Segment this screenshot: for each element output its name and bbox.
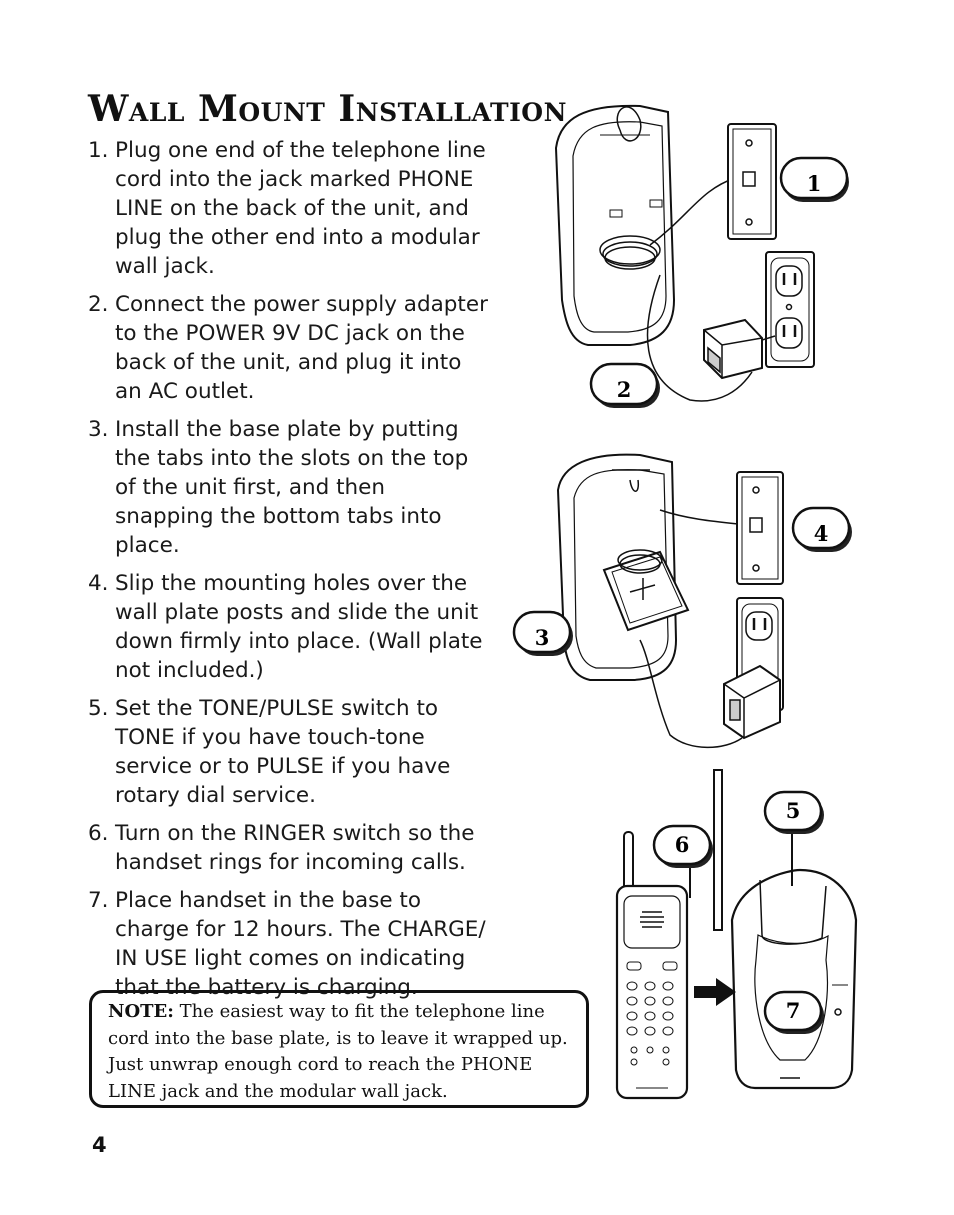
step-text: Connect the power supply adapter to the … (115, 292, 488, 404)
figure-connect-cords (554, 104, 849, 408)
step-item: 5.Set the TONE/PULSE switch to TONE if y… (88, 694, 488, 810)
step-number: 5. (88, 696, 109, 721)
step-item: 2.Connect the power supply adapter to th… (88, 290, 488, 406)
handset (615, 884, 689, 1100)
callout-5: 5 (786, 798, 801, 823)
power-adapter (703, 318, 763, 380)
step-number: 2. (88, 292, 109, 317)
base-unit-back (554, 104, 676, 346)
step-text: Turn on the RINGER switch so the handset… (115, 821, 475, 875)
page-title: Wall Mount Installation (88, 88, 567, 130)
note-text: The easiest way to fit the telephone lin… (108, 1001, 568, 1102)
insert-arrow-icon (694, 978, 736, 1006)
step-text: Install the base plate by putting the ta… (115, 417, 469, 558)
step-text: Plug one end of the telephone line cord … (115, 138, 486, 279)
step-number: 6. (88, 821, 109, 846)
figure-base-plate (512, 453, 852, 749)
step-item: 7.Place handset in the base to charge fo… (88, 886, 488, 1002)
step-number: 1. (88, 138, 109, 163)
step-item: 1.Plug one end of the telephone line cor… (88, 136, 488, 281)
callout-6: 6 (675, 832, 690, 857)
step-item: 4.Slip the mounting holes over the wall … (88, 569, 488, 685)
callout-7: 7 (786, 998, 801, 1023)
callout-1: 1 (807, 171, 822, 196)
step-text: Set the TONE/PULSE switch to TONE if you… (115, 696, 451, 808)
step-text: Place handset in the base to charge for … (115, 888, 486, 1000)
callout-4: 4 (814, 521, 829, 546)
step-text: Slip the mounting holes over the wall pl… (115, 571, 483, 683)
page-number: 4 (92, 1133, 107, 1157)
installation-steps: 1.Plug one end of the telephone line cor… (88, 136, 488, 1011)
step-item: 6.Turn on the RINGER switch so the hands… (88, 819, 488, 877)
step-number: 4. (88, 571, 109, 596)
figure-handset-base (615, 769, 858, 1100)
step-number: 7. (88, 888, 109, 913)
handset-keypad (626, 981, 674, 1089)
callout-3: 3 (535, 625, 550, 650)
note-label: NOTE: (108, 1001, 174, 1022)
note-box: NOTE: The easiest way to fit the telepho… (89, 990, 589, 1108)
step-number: 3. (88, 417, 109, 442)
handset-antenna (623, 831, 634, 895)
callout-2: 2 (617, 377, 632, 402)
step-item: 3.Install the base plate by putting the … (88, 415, 488, 560)
charging-base (730, 868, 858, 1090)
base-antenna (713, 769, 723, 931)
